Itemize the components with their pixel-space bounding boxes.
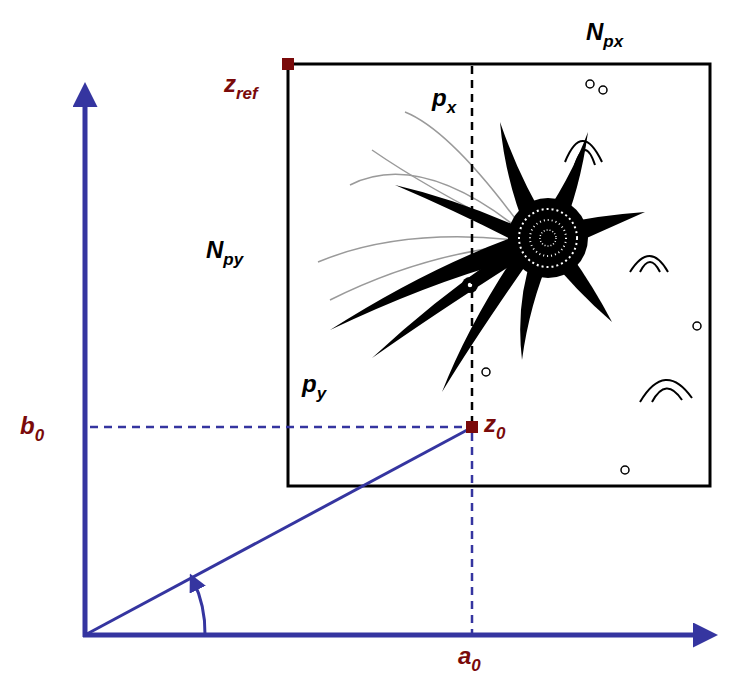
symbol-letter: z — [224, 70, 236, 97]
column-label: px — [432, 84, 456, 115]
x-axis — [83, 633, 708, 638]
image-frame — [288, 64, 710, 486]
center-point — [466, 421, 478, 433]
height-label: Npy — [206, 236, 243, 267]
symbol-subscript: px — [603, 32, 623, 51]
symbol-letter: a — [458, 642, 471, 669]
symbol-letter: z — [484, 410, 496, 437]
symbol-subscript: x — [447, 98, 456, 117]
ref-point — [282, 58, 294, 70]
angle-arc — [193, 580, 205, 635]
symbol-letter: p — [302, 370, 317, 397]
symbol-letter: N — [586, 18, 603, 45]
y-axis — [83, 92, 88, 637]
symbol-subscript: 0 — [496, 424, 505, 443]
imag-coordinate-label: b0 — [20, 412, 44, 443]
symbol-subscript: 0 — [471, 656, 480, 675]
symbol-subscript: ref — [236, 84, 258, 103]
width-label: Npx — [586, 18, 623, 49]
row-label: py — [302, 370, 326, 401]
symbol-letter: N — [206, 236, 223, 263]
symbol-letter: b — [20, 412, 35, 439]
ref-point-label: zref — [224, 70, 258, 101]
a0-guide — [471, 433, 474, 633]
symbol-subscript: py — [223, 250, 243, 269]
center-label: z0 — [484, 410, 505, 441]
position-vector — [85, 429, 469, 635]
px-guide — [471, 66, 474, 427]
b0-guide — [90, 426, 466, 429]
real-coordinate-label: a0 — [458, 642, 481, 673]
symbol-subscript: y — [317, 384, 326, 403]
symbol-subscript: 0 — [35, 426, 44, 445]
symbol-letter: p — [432, 84, 447, 111]
fractal-image — [318, 80, 701, 474]
